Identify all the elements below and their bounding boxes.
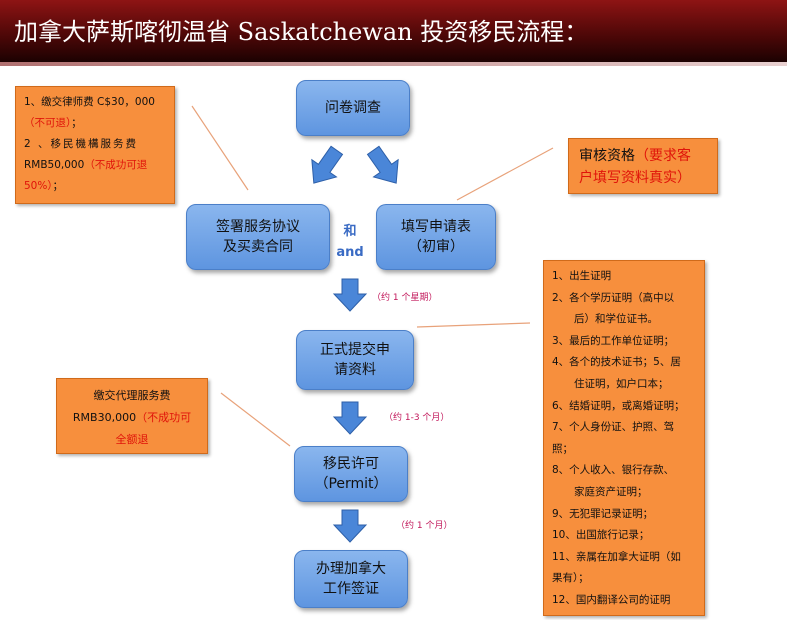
note-fees-step1: 1、缴交律师费 C$30，000 （不可退）； 2 、移民機構服务费 RMB50… — [15, 86, 175, 204]
doc-line: 9、无犯罪记录证明； — [552, 507, 654, 520]
note-fees1-line1: 1、缴交律师费 C$30，000 — [24, 96, 155, 108]
title-underline — [0, 62, 787, 66]
doc-line: 后）和学位证书。 — [574, 313, 658, 326]
and-connector: 和 and — [330, 220, 370, 260]
note-required-documents: 1、出生证明 2、各个学历证明（高中以 后）和学位证书。 3、最后的工作单位证明… — [543, 260, 705, 616]
and-cn: 和 — [343, 224, 357, 239]
step-fill-line2: （初审） — [408, 239, 464, 255]
step-visa-line2: 工作签证 — [323, 581, 379, 597]
doc-line: 12、国内翻译公司的证明 — [552, 593, 671, 606]
note-fees2-line3-red: 全额退 — [115, 433, 149, 446]
arrow-down-icon — [366, 145, 399, 184]
duration-1-week: （约 1 个星期） — [372, 293, 438, 303]
arrow-down-icon — [311, 145, 344, 184]
doc-line: 8、个人收入、银行存款、 — [552, 464, 675, 477]
note-fees2-line2-red: （不成功可 — [136, 411, 192, 424]
step-survey-label: 问卷调查 — [325, 100, 381, 116]
note-fees1-line5-tail: ； — [52, 180, 64, 192]
step-visa-line1: 办理加拿大 — [316, 561, 386, 577]
doc-line: 4、各个的技术证书；5、居 — [552, 356, 681, 369]
connector-fees2 — [220, 392, 291, 447]
and-en: and — [336, 245, 364, 260]
doc-line: 果有）； — [552, 572, 589, 585]
step-fill-line1: 填写申请表 — [401, 219, 471, 235]
doc-line: 1、出生证明 — [552, 270, 612, 282]
step-permit: 移民许可 （Permit） — [294, 446, 408, 502]
doc-line: 家庭资产证明； — [574, 485, 648, 498]
note-review-line2-red: 户填写资料真实） — [579, 170, 691, 186]
doc-line: 3、最后的工作单位证明； — [552, 334, 675, 347]
step-work-visa: 办理加拿大 工作签证 — [294, 550, 408, 608]
duration-1-3-months: （约 1-3 个月） — [384, 413, 450, 423]
arrow-down-icon — [332, 401, 368, 435]
step-sign-line1: 签署服务协议 — [216, 219, 300, 235]
doc-line: 7、个人身份证、护照、驾 — [552, 421, 675, 434]
step-permit-line2: （Permit） — [314, 476, 388, 492]
note-fees1-line4: RMB50,000 — [24, 159, 85, 171]
doc-line: 照； — [552, 442, 573, 455]
title-banner: 加拿大萨斯喀彻温省 Saskatchewan 投资移民流程： — [0, 0, 787, 62]
step-sign-agreement: 签署服务协议 及买卖合同 — [186, 204, 330, 270]
arrow-down-icon — [332, 278, 368, 312]
connector-fees1 — [191, 105, 249, 191]
doc-line: 10、出国旅行记录； — [552, 529, 650, 542]
note-fees2-line1: 缴交代理服务费 — [93, 389, 171, 402]
note-fees1-line5-red: 50%） — [24, 180, 53, 192]
note-review-line1: 审核资格 — [579, 148, 635, 164]
note-fees1-line2-tail: ； — [71, 117, 82, 129]
step-survey: 问卷调查 — [296, 80, 410, 136]
step-submit: 正式提交申 请资料 — [296, 330, 414, 390]
connector-documents — [416, 322, 531, 328]
note-fees1-line2-red: （不可退） — [24, 117, 72, 129]
page-title: 加拿大萨斯喀彻温省 Saskatchewan 投资移民流程： — [14, 18, 589, 46]
connector-review — [456, 147, 554, 201]
step-submit-line2: 请资料 — [334, 362, 376, 378]
note-fees-step2: 缴交代理服务费 RMB30,000（不成功可 全额退 — [56, 378, 208, 454]
note-review-qualification: 审核资格（要求客 户填写资料真实） — [568, 138, 718, 194]
step-permit-line1: 移民许可 — [323, 456, 379, 472]
note-fees1-line3: 2 、移民機構服务费 — [24, 138, 139, 150]
duration-1-month: （约 1 个月） — [396, 521, 453, 531]
note-review-line1-red: （要求客 — [635, 148, 691, 164]
note-fees1-line4-red: （不成功可退 — [84, 159, 148, 171]
arrow-down-icon — [332, 509, 368, 543]
step-sign-line2: 及买卖合同 — [223, 239, 293, 255]
note-fees2-line2: RMB30,000 — [72, 411, 137, 424]
doc-line: 2、各个学历证明（高中以 — [552, 291, 675, 304]
step-fill-application: 填写申请表 （初审） — [376, 204, 496, 270]
step-submit-line1: 正式提交申 — [320, 342, 390, 358]
doc-line: 6、结婚证明，或离婚证明； — [552, 399, 685, 412]
doc-line: 住证明，如户口本； — [574, 377, 669, 390]
doc-line: 11、亲属在加拿大证明（如 — [552, 550, 681, 563]
